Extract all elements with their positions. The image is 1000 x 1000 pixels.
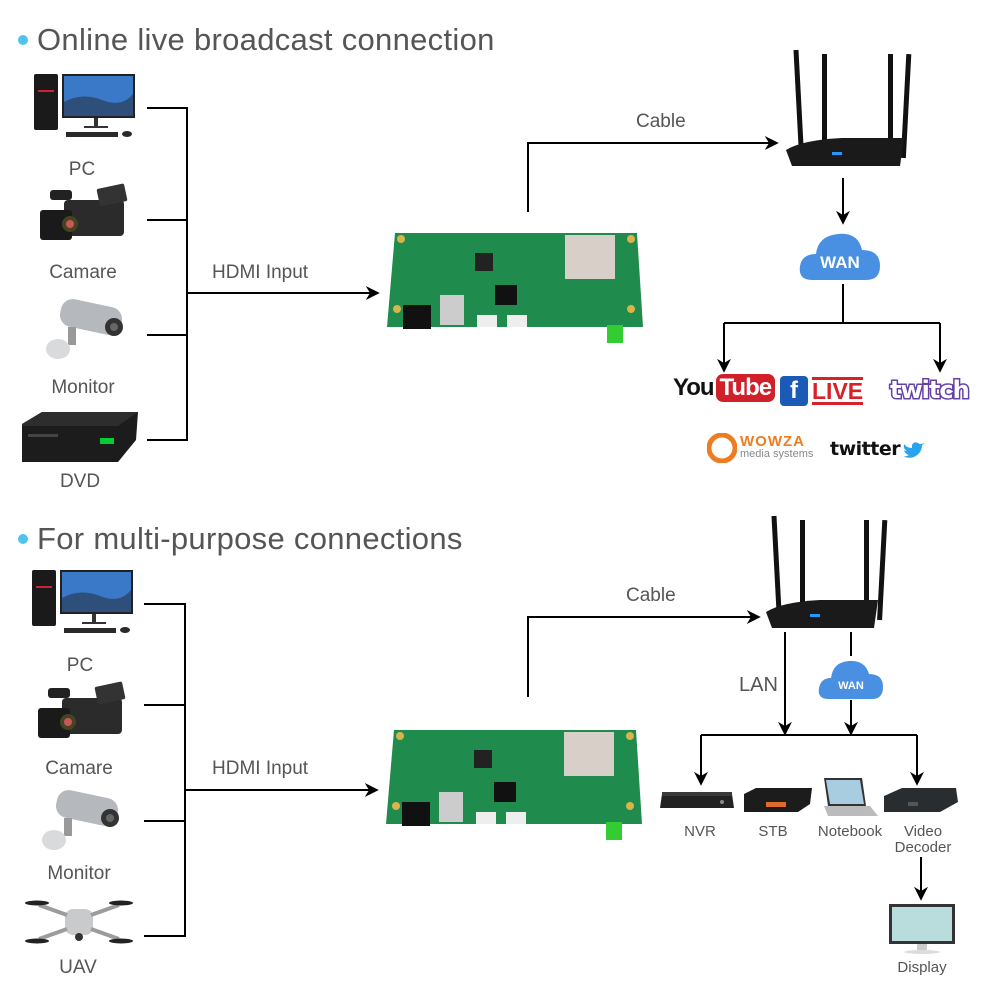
cable-label: Cable — [636, 111, 686, 132]
facebook-live-logo[interactable]: f LIVE — [780, 376, 864, 406]
display-icon — [889, 904, 955, 954]
source-bus-line — [147, 107, 188, 441]
router-icon — [766, 515, 888, 628]
source-label: Monitor — [51, 377, 115, 398]
source-label: UAV — [59, 957, 97, 978]
twitter-text: twitter — [830, 438, 901, 460]
section-title-text: Online live broadcast connection — [37, 22, 495, 57]
hdmi-input-label: HDMI Input — [212, 758, 309, 779]
youtube-logo[interactable]: You Tube — [673, 374, 776, 402]
source-label: DVD — [59, 471, 101, 492]
dvd-player-icon — [22, 412, 138, 462]
nvr-icon — [660, 792, 734, 808]
source-label: PC — [66, 655, 94, 676]
cable-label: Cable — [626, 585, 676, 606]
source-label: Camare — [45, 758, 113, 779]
wan-cloud-icon: WAN — [818, 660, 883, 699]
encoder-board-icon — [386, 730, 642, 840]
source-bus-line — [144, 603, 186, 937]
bullet-icon — [18, 534, 28, 544]
twitter-logo[interactable]: twitter — [830, 438, 926, 460]
twitch-text: twitch — [889, 375, 972, 406]
source-label: Camare — [49, 262, 117, 283]
camcorder-icon — [40, 183, 128, 240]
wowza-logo[interactable]: WOWZA media systems — [707, 433, 813, 463]
pc-icon — [34, 74, 135, 137]
youtube-text: You — [673, 374, 715, 401]
source-label: PC — [68, 159, 96, 180]
encoder-board-icon — [387, 233, 643, 343]
facebook-f-icon: f — [780, 376, 808, 406]
lan-label: LAN — [739, 674, 778, 696]
drone-icon — [25, 900, 133, 944]
section-title-broadcast: Online live broadcast connection — [18, 22, 495, 58]
video-decoder-icon — [884, 788, 958, 812]
camcorder-icon — [38, 681, 126, 738]
wan-label: WAN — [820, 253, 860, 272]
section-title-text: For multi-purpose connections — [37, 521, 463, 556]
output-label: Video Decoder — [894, 823, 952, 856]
router-icon — [786, 49, 912, 166]
output-label: NVR — [684, 823, 716, 840]
wowza-swirl-icon — [707, 433, 737, 463]
wan-label: WAN — [838, 680, 864, 692]
wowza-subtitle: media systems — [740, 448, 814, 460]
cable-arrow — [527, 610, 761, 697]
cable-arrow — [527, 136, 779, 212]
display-label: Display — [897, 959, 947, 976]
twitter-bird-icon — [903, 442, 925, 458]
source-label: Monitor — [47, 863, 111, 884]
pc-icon — [32, 570, 133, 633]
output-label: STB — [758, 823, 788, 840]
security-camera-icon — [46, 299, 123, 359]
youtube-tube-badge: Tube — [715, 374, 776, 402]
security-camera-icon — [42, 790, 119, 850]
laptop-icon — [824, 778, 878, 816]
live-text: LIVE — [812, 377, 864, 405]
section-title-multipurpose: For multi-purpose connections — [18, 521, 463, 557]
hdmi-input-label: HDMI Input — [212, 262, 309, 283]
wan-cloud-icon: WAN — [799, 233, 880, 280]
set-top-box-icon — [744, 788, 812, 812]
twitch-logo[interactable]: twitch — [889, 375, 972, 406]
wowza-text: WOWZA — [740, 433, 805, 450]
bullet-icon — [18, 35, 28, 45]
output-label: Notebook — [817, 823, 883, 840]
